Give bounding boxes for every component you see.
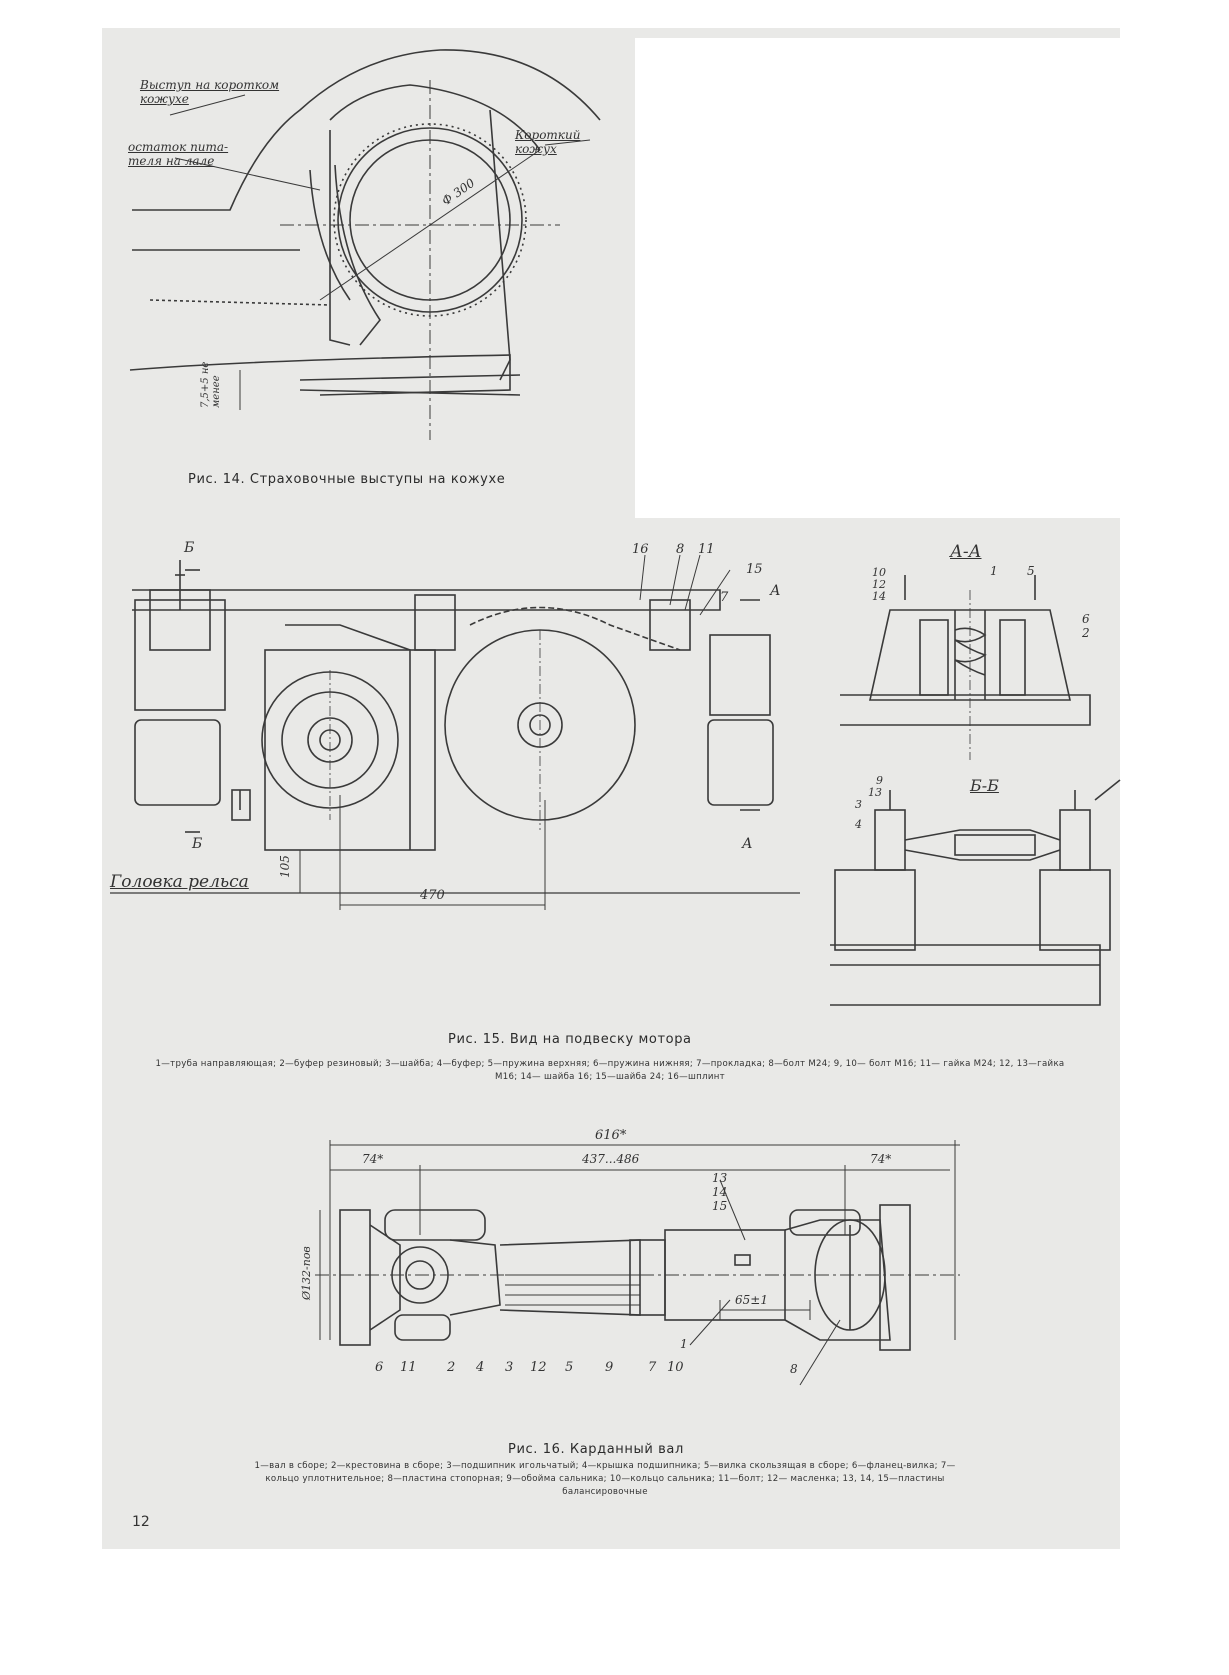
fig16-callout-3: 3 bbox=[505, 1360, 514, 1375]
fig15-aa-callout-2: 2 bbox=[1082, 626, 1090, 640]
fig16-callout-2: 2 bbox=[447, 1360, 456, 1375]
fig15-aa-callout-14: 14 bbox=[872, 590, 886, 603]
fig16-callout-6: 6 bbox=[375, 1360, 384, 1375]
fig15-legend: 1—труба направляющая; 2—буфер резиновый;… bbox=[155, 1059, 1065, 1082]
fig16-dim-total: 616* bbox=[595, 1128, 627, 1143]
fig15-section-mark-a-bottom: А bbox=[742, 836, 753, 852]
fig16-callout-10: 10 bbox=[667, 1360, 684, 1375]
fig15-bb-callout-13: 13 bbox=[868, 786, 882, 799]
fig14-caption: Рис. 14. Страховочные выступы на кожухе bbox=[188, 472, 506, 487]
fig16-callout-7: 7 bbox=[648, 1360, 657, 1375]
fig15-aa-callout-6: 6 bbox=[1082, 612, 1090, 626]
fig16-callout-9: 9 bbox=[605, 1360, 614, 1375]
fig15-callout-7: 7 bbox=[720, 590, 729, 605]
fig15-section-aa-title: А-А bbox=[950, 542, 982, 562]
fig15-dim-470: 470 bbox=[420, 888, 445, 903]
fig15-callout-11: 11 bbox=[698, 542, 715, 557]
fig15-bb-callout-3: 3 bbox=[855, 798, 862, 811]
fig16-callout-8: 8 bbox=[790, 1362, 798, 1376]
fig14-drawing bbox=[129, 49, 601, 440]
fig15-rail-head: Головка рельса bbox=[110, 872, 249, 892]
fig15-drawing bbox=[110, 554, 800, 910]
fig16-legend: 1—вал в сборе; 2—крестовина в сборе; 3—п… bbox=[254, 1461, 956, 1497]
blank-area bbox=[635, 38, 1122, 518]
fig16-callout-11: 11 bbox=[400, 1360, 417, 1375]
fig15-caption: Рис. 15. Вид на подвеску мотора bbox=[448, 1032, 692, 1047]
fig15-callout-16: 16 bbox=[632, 542, 649, 557]
fig15-section-mark-b-top: Б bbox=[184, 540, 195, 556]
fig15-dim-105: 105 bbox=[278, 855, 292, 878]
page-number: 12 bbox=[132, 1514, 150, 1530]
fig16-callout-13: 13 bbox=[712, 1171, 728, 1185]
fig15-callout-8: 8 bbox=[676, 542, 685, 557]
fig15-section-mark-a-top: А bbox=[770, 583, 781, 599]
fig16-callout-14: 14 bbox=[712, 1185, 728, 1199]
fig15-section-mark-b-bottom: Б bbox=[192, 836, 203, 852]
fig16-dim-left: 74* bbox=[362, 1152, 384, 1166]
fig14-dim-gap: 7,5+5 не менее bbox=[200, 361, 222, 408]
fig14-label-protrusion: Выступ на коротком кожухе bbox=[140, 78, 280, 106]
fig16-callout-12: 12 bbox=[530, 1360, 547, 1375]
fig15-callout-15: 15 bbox=[746, 562, 763, 577]
fig16-dim-65: 65±1 bbox=[735, 1293, 768, 1307]
fig15-aa-callout-10: 10 bbox=[872, 566, 886, 579]
fig15-bb-callout-4: 4 bbox=[855, 818, 862, 831]
fig14-label-short-casing: Короткий кожух bbox=[515, 128, 581, 156]
fig16-drawing bbox=[315, 1140, 960, 1386]
fig16-callout-15: 15 bbox=[712, 1199, 728, 1213]
fig16-callout-1: 1 bbox=[680, 1337, 688, 1351]
fig14-label-remnant: остаток пита-теля на лале bbox=[128, 140, 229, 168]
fig15-aa-callout-1: 1 bbox=[990, 564, 998, 578]
fig16-caption: Рис. 16. Карданный вал bbox=[508, 1442, 684, 1457]
fig16-callout-5: 5 bbox=[565, 1360, 574, 1375]
fig16-callout-4: 4 bbox=[476, 1360, 485, 1375]
fig16-dim-mid: 437...486 bbox=[582, 1152, 640, 1166]
fig15-bb-callout-9: 9 bbox=[876, 774, 883, 787]
fig15-aa-callout-5: 5 bbox=[1027, 564, 1035, 578]
fig15-section-bb-title: Б-Б bbox=[970, 776, 999, 795]
fig16-dim-flange: Ø132-пов bbox=[300, 1246, 313, 1300]
fig15-section-bb bbox=[830, 779, 1121, 1006]
fig15-aa-callout-12: 12 bbox=[872, 578, 886, 591]
fig16-dim-right: 74* bbox=[870, 1152, 892, 1166]
fig15-section-aa bbox=[840, 575, 1091, 760]
